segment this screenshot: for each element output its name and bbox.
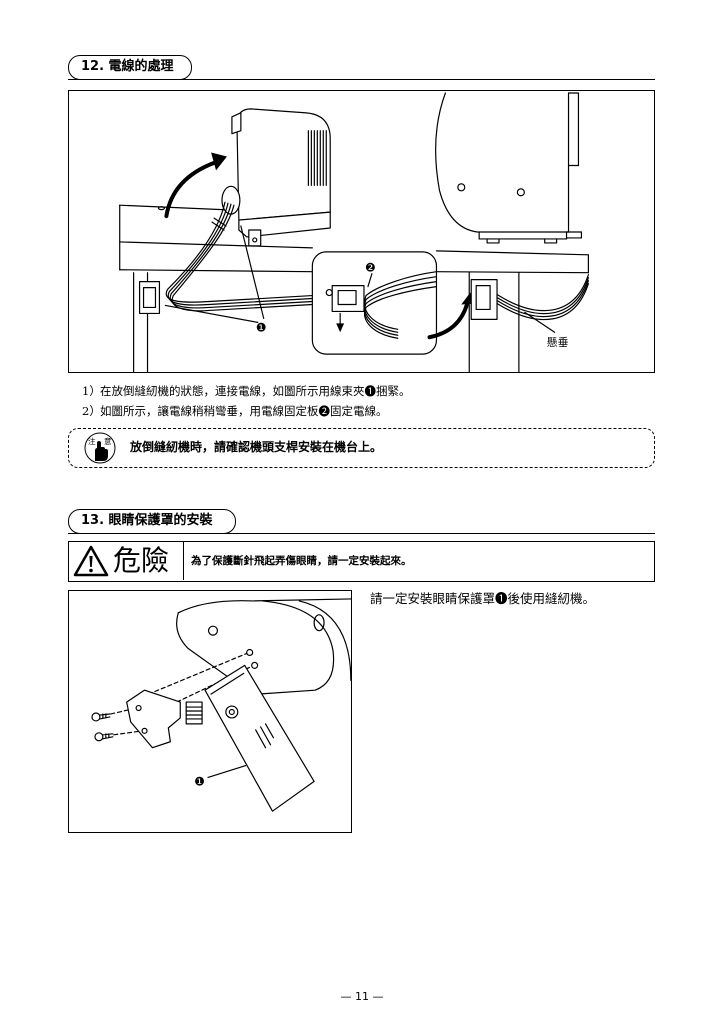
tilt-direction-arrow: [164, 152, 227, 219]
screws: [91, 712, 114, 742]
step-1: 1）在放倒縫紉機的狀態，連接電線，如圖所示用線束夾❶捆緊。: [82, 383, 411, 399]
tilted-machine-head: [221, 108, 331, 247]
table-legs: [133, 272, 520, 372]
caution-hand-icon: 注 意: [84, 432, 116, 464]
step-1-text: 在放倒縫紉機的狀態，連接電線，如圖所示用線束夾❶捆緊。: [100, 384, 411, 398]
section-13-rule: [68, 533, 655, 534]
danger-text: 為了保護斷針飛起弄傷眼睛，請一定安裝起來。: [191, 555, 412, 567]
eye-guard-shield: [204, 664, 315, 812]
page-number: — 11 —: [340, 990, 384, 1003]
cable-bundle: [165, 201, 313, 312]
label-leader: [207, 764, 247, 779]
step-2: 2）如圖所示，讓電線稍稍彎垂，用電線固定板❷固定電線。: [82, 403, 388, 419]
cable-clamp-bracket-left: [138, 281, 161, 315]
danger-label: 危險: [113, 544, 170, 577]
section-13-figure: ❶: [68, 590, 352, 833]
label-eye-guard: ❶: [194, 774, 205, 788]
section-12-rule: [68, 79, 655, 80]
caution-icon-char-left: 注: [88, 436, 96, 446]
section-12-figure: ❷ ❶ 懸垂: [68, 90, 655, 373]
cable-fixing-plate-right: [470, 279, 498, 320]
step-2-text: 如圖所示，讓電線稍稍彎垂，用電線固定板❷固定電線。: [100, 404, 388, 418]
table-outline: [119, 204, 589, 274]
fixing-plate-detail-inset: [311, 251, 438, 355]
caution-icon-char-right: 意: [104, 436, 112, 446]
step-1-number: 1）: [82, 384, 101, 398]
label-sag: 懸垂: [547, 336, 569, 349]
section-12-title: 12. 電線的處理: [68, 55, 192, 80]
label-cable-clamp: ❶: [256, 320, 267, 334]
label-fixing-plate: ❷: [365, 261, 376, 275]
danger-box: 危險 為了保護斷針飛起弄傷眼睛，請一定安裝起來。: [68, 541, 655, 582]
mounting-bracket: [126, 689, 181, 749]
upright-machine-base: [435, 92, 583, 244]
spring-knob: [185, 701, 203, 725]
caution-text: 放倒縫紉機時，請確認機頭支桿安裝在機台上。: [130, 440, 383, 454]
sagging-cables: [496, 274, 589, 321]
instruction-text: 請一定安裝眼睛保護罩❶後使用縫紉機。: [370, 591, 596, 606]
danger-heading: 危險: [69, 542, 184, 580]
eye-guard-illustration: ❶: [91, 598, 351, 812]
warning-triangle-icon: [73, 545, 109, 577]
step-2-number: 2）: [82, 404, 101, 418]
caution-box: 注 意 放倒縫紉機時，請確認機頭支桿安裝在機台上。: [68, 428, 655, 468]
label-leaders: [164, 225, 556, 333]
cable-routing-illustration: ❷ ❶ 懸垂: [119, 92, 589, 372]
machine-head-outline: [176, 598, 351, 695]
section-13-title: 13. 眼睛保護罩的安裝: [68, 509, 236, 534]
